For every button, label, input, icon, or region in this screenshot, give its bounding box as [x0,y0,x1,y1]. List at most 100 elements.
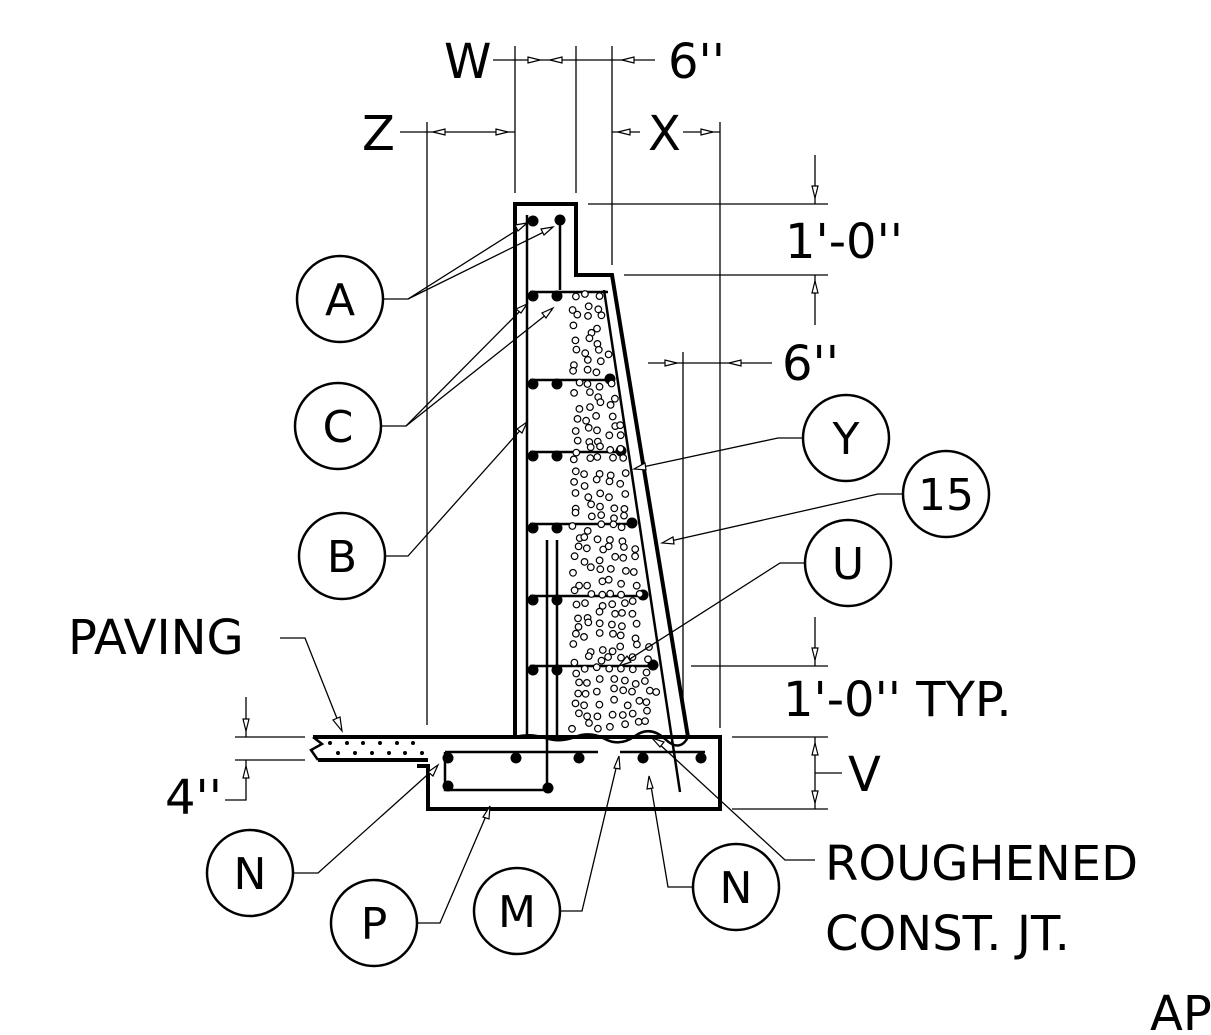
leader-line [383,224,526,300]
dim-w: W [444,34,491,90]
aggregate-circle [586,388,594,397]
arrow [332,716,343,734]
aggregate-circle [617,523,626,532]
dim-paving-thickness: 4'' [165,770,222,826]
aggregate-circle [628,709,637,718]
arrow [515,420,529,434]
leader-line [417,808,490,924]
aggregate-circle [571,467,580,476]
leader-line [649,779,693,888]
aggregate-circle [584,423,593,432]
aggregate-circle [572,345,581,354]
aggregate-circle [605,477,614,486]
aggregate-circle [583,365,592,374]
aggregate-circle [569,455,578,464]
aggregate-circle [570,478,578,486]
aggregate-circle [597,311,606,320]
rebar-dot [527,215,539,227]
aggregate-circle [610,695,618,704]
aggregate-circle [628,597,637,605]
aggregate-circle [606,401,615,409]
aggregate-circle [611,609,619,618]
aggregate-circle [592,663,601,672]
callout-text: N [234,849,267,900]
arrow [549,56,563,64]
aggregate-circle [592,475,601,484]
aggregate-circle [635,696,644,705]
aggregate-circle [569,568,577,577]
aggregate-circle [642,698,651,706]
aggregate-circle [573,436,582,445]
aggregate-circle [595,675,604,683]
arrow [540,226,555,236]
callout-n-right: N [646,775,781,932]
aggregate-circle [604,575,613,584]
callout-text: C [323,402,354,453]
aggregate-circle [605,431,614,440]
arrow [527,56,541,64]
aggregate-circle [611,394,619,403]
rebar-dot [551,594,563,606]
aggregate-circle [652,688,661,696]
aggregate-circle [623,701,632,710]
aggregate-circle [574,689,583,698]
arrow [432,128,446,136]
aggregate-circle [569,366,577,375]
callout-b: B [297,420,529,601]
roughened-joint [514,730,690,747]
leader-line [385,424,526,557]
aggregate-circle [596,565,605,574]
callout-u: U [617,518,893,668]
arrow [621,56,635,64]
arrow [514,302,529,314]
aggregate-circle [568,724,576,733]
aggregate-circle [598,577,607,586]
aggregate-circle [631,552,639,561]
aggregate-circle [620,511,628,520]
aggregate-circle [571,489,580,497]
rebar-dot [637,752,649,764]
aggregate-circle [595,292,604,301]
arrow [728,359,742,367]
aggregate-circle [598,646,607,654]
aggregate-circle [581,349,590,358]
aggregate-circle [568,306,577,314]
aggregate-circle [606,536,614,544]
aggregate-circle [620,543,628,551]
paving-dot [378,741,382,745]
aggregate-circle [642,668,651,677]
aggregate-circle [641,677,649,685]
aggregate-circle [593,453,602,461]
paving-dot [370,751,374,755]
aggregate-circle [574,623,583,631]
aggregate-circle [604,653,612,661]
aggregate-circle [632,581,641,590]
stem-outline [513,202,690,738]
aggregate-circle [574,614,582,623]
callout-y: Y [631,393,891,483]
aggregate-circle [631,680,640,688]
dim-typ-spacing: 1'-0'' TYP. [783,672,1012,728]
callout-a: A [295,222,555,344]
aggregate-circle [569,640,578,648]
aggregate-circle [568,522,577,530]
dim-x: X [648,106,681,162]
aggregate-circle [611,552,620,561]
rebar-dot [551,664,563,676]
arrow [541,306,555,320]
aggregate-circle [583,380,592,388]
aggregate-circle [582,416,590,425]
aggregate-circle [618,711,627,719]
dimension-lines [225,46,842,810]
aggregate-circle [605,664,614,673]
drain-rock-hatch [568,290,661,733]
aggregate-circle [631,545,640,553]
aggregate-circle [616,431,625,440]
rebar-dot [695,752,707,764]
aggregate-circle [570,658,579,667]
callout-c: C [293,302,555,471]
arrow [613,755,621,770]
paving-dot [395,741,399,745]
dim-top-offset: 6'' [668,34,725,90]
